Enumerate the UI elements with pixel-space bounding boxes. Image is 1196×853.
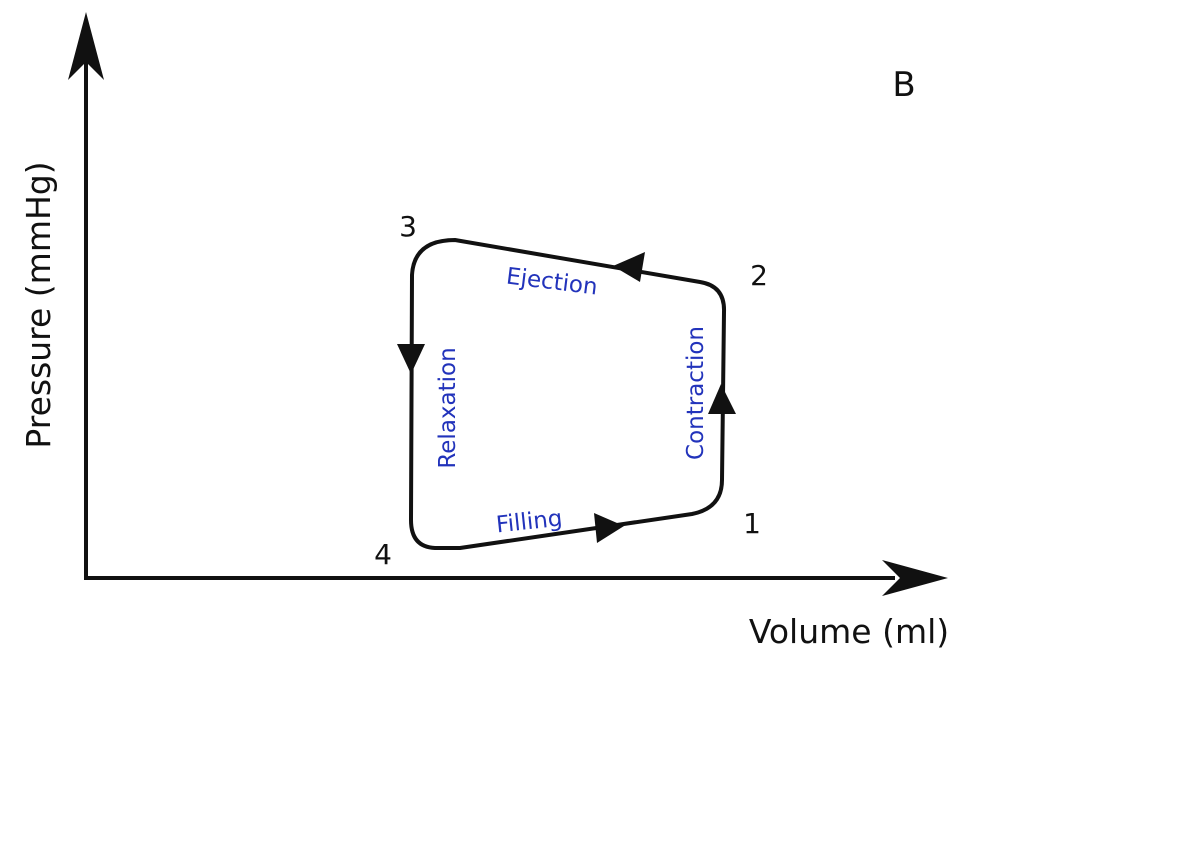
panel-label: B <box>892 65 915 105</box>
contraction-arrow-icon <box>708 384 736 414</box>
filling-arrow-icon <box>594 513 624 543</box>
y-axis-label: Pressure (mmHg) <box>19 161 58 448</box>
point-label-2: 2 <box>750 259 768 292</box>
phase-label-relaxation: Relaxation <box>435 347 461 468</box>
phase-label-ejection: Ejection <box>505 264 599 301</box>
y-axis-arrowhead <box>68 12 104 80</box>
phase-label-contraction: Contraction <box>683 326 709 460</box>
axes <box>68 12 948 596</box>
point-label-1: 1 <box>743 507 761 540</box>
point-label-4: 4 <box>374 538 392 571</box>
relaxation-arrow-icon <box>397 344 425 374</box>
x-axis-label: Volume (ml) <box>749 612 949 651</box>
x-axis-arrowhead <box>882 560 948 596</box>
loop-direction-arrows <box>397 252 736 543</box>
point-label-3: 3 <box>399 210 417 243</box>
pv-loop <box>409 238 727 550</box>
ejection-arrow-icon <box>613 252 645 282</box>
